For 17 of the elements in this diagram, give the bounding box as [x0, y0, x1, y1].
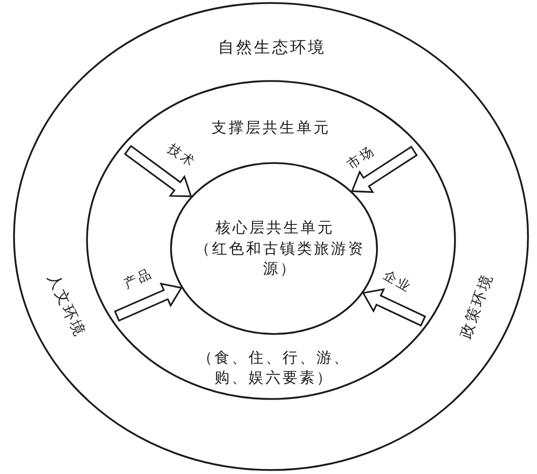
block-arrow: [114, 282, 183, 322]
block-arrow: [350, 146, 418, 193]
arrow-label: 企业: [380, 268, 414, 298]
arrow-label: 产品: [122, 266, 156, 294]
ring-label: 自然生态环境: [218, 38, 326, 58]
block-arrow: [124, 144, 192, 198]
ring-note: （食、住、行、游、购、娱六要素）: [196, 348, 352, 388]
outer-ellipse: [13, 2, 529, 471]
arrow-label: 技术: [164, 141, 198, 173]
circle-subtitle: （红色和古镇类旅游资源）: [194, 240, 366, 278]
circle-title: 核心层共生单元: [216, 218, 334, 238]
middle-ellipse: [86, 80, 456, 400]
ring-heading: 支撑层共生单元: [212, 118, 330, 138]
block-arrow: [362, 288, 426, 327]
ring-label: 政策环境: [456, 270, 498, 342]
ring-label: 人文环境: [43, 271, 90, 341]
arrow-label: 市场: [344, 143, 380, 175]
